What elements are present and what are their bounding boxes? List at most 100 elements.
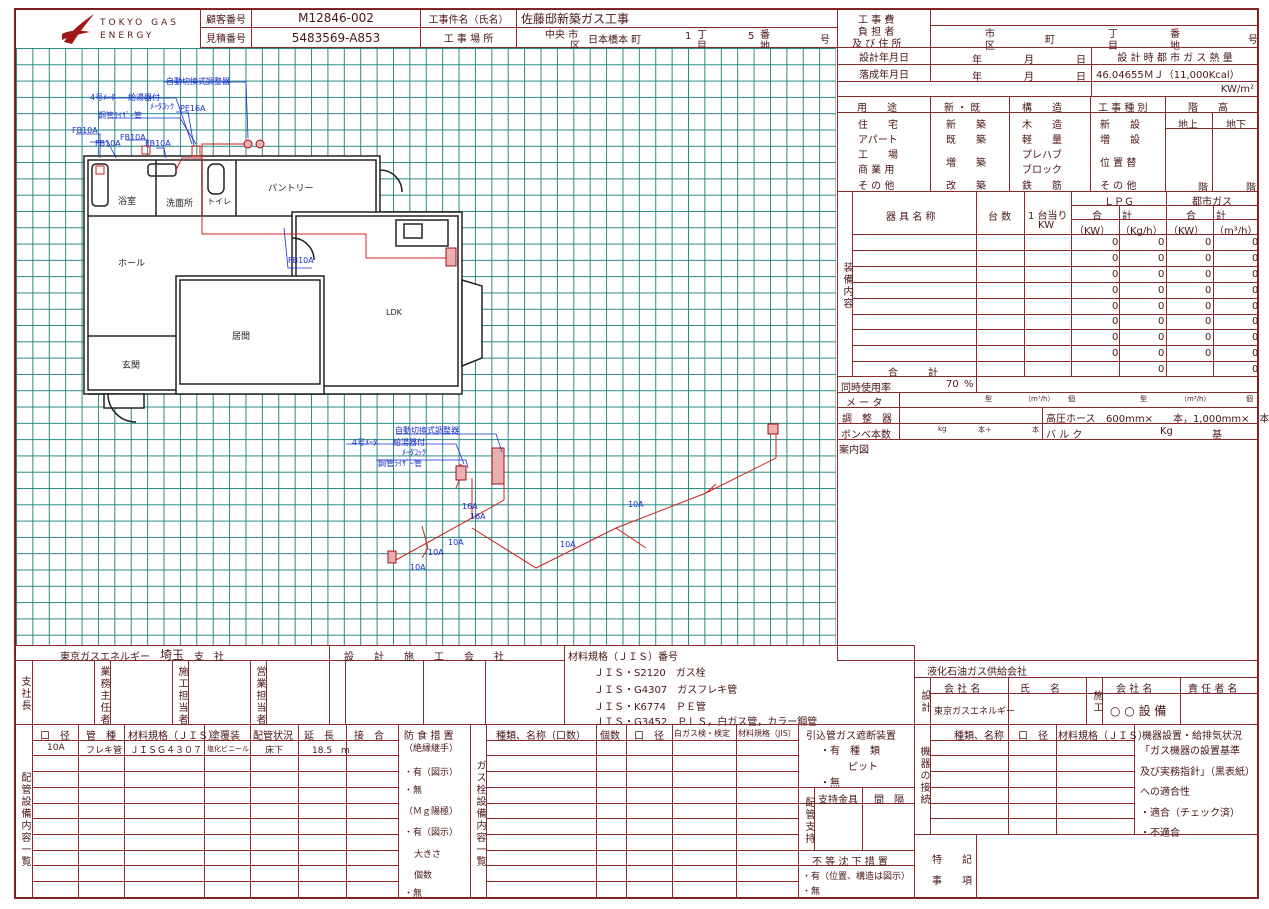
eq-row-line [852, 249, 1259, 251]
flame-logo-icon [62, 14, 94, 44]
customer-no: M12846-002 [251, 8, 421, 28]
pipe-col-line [346, 724, 347, 899]
gas-valve-side-label: ガス栓設備内容一覧 [474, 760, 485, 868]
plan-label-fb10a-5: FB10A [288, 256, 314, 265]
pipe-row-line [32, 833, 398, 835]
eq-zero-cell: 0 [1205, 332, 1212, 344]
gv-col-line [798, 724, 799, 899]
dev-row-line [930, 818, 1134, 820]
pipe-row-line [32, 786, 398, 788]
eq-zero-cell: 0 [1205, 236, 1212, 248]
plan-label-pe16a: PE16A [180, 104, 206, 113]
eq-zero-cell: 0 [1112, 332, 1119, 344]
gv-support-div [814, 787, 815, 850]
branch-shisha: 支 社 [194, 652, 224, 663]
room-entrance: 玄関 [122, 361, 141, 371]
eq-zero-cell: 0 [1112, 268, 1119, 280]
supplier-resp-label: 責 任 者 名 [1188, 684, 1238, 695]
iso-label-16a-2: 16A [470, 512, 486, 521]
corrosion-3: ・無 [404, 786, 423, 796]
use-3: 工 場 [858, 150, 898, 161]
pipe-col-line [398, 724, 399, 899]
gv-row-line [486, 786, 798, 788]
meter-type-2: 型 [1140, 395, 1147, 403]
plan-label-fb10a-2: FB10A [120, 133, 146, 142]
eq-head-3 [852, 234, 1259, 235]
gv-right-line [798, 787, 915, 788]
supplier-company-label: 会 社 名 [944, 684, 981, 695]
pipe-head-8: 防 食 措 置 [404, 731, 454, 742]
eq-kw-1: （KW） [1074, 226, 1111, 237]
eq-zero-cell: 0 [1205, 252, 1212, 264]
branch-v1 [32, 660, 33, 725]
pipe-row-line [32, 755, 398, 757]
project-name: 佐藤邸新築ガス工事 [516, 8, 838, 28]
payer-ward: 区 [985, 41, 995, 52]
calorie-value: 46.04655ＭＪ（11,000Kcal） [1091, 64, 1259, 82]
struct-2: 軽 量 [1022, 135, 1062, 146]
plan-label-fb10a-4: FB10A [145, 139, 171, 148]
meter-ko-1: 個 [1068, 395, 1075, 403]
loc-ward2: 区 [570, 41, 580, 52]
pipe-head-3: 材料規格（ＪＩＳ） [128, 731, 218, 742]
design-year: 年 [972, 55, 982, 66]
use-2: アパート [858, 135, 898, 146]
gv-row-line [486, 849, 798, 851]
shutoff-1: ・有 種 類 [820, 746, 880, 757]
payer-name-box [930, 8, 1259, 26]
eq-zero-cell: 0 [1112, 252, 1119, 264]
pipe-col-line [298, 724, 299, 899]
supplier-title: 液化石油ガス供給会社 [927, 667, 1027, 678]
shutoff-2: ピット [848, 762, 878, 773]
calorie-label: 設 計 時 都 市 ガ ス 熱 量 [1091, 47, 1259, 65]
room-living: 居間 [232, 332, 251, 342]
floor-kai-2: 階 [1246, 183, 1256, 194]
gv-row-line [486, 739, 798, 741]
struct-3: プレハブ [1022, 150, 1062, 161]
eq-row-line [852, 329, 1259, 331]
dc-v2 [423, 660, 424, 725]
eq-zero-cell: 0 [1112, 236, 1119, 248]
dev-note-1: 「ガス機器の設置基準 [1140, 746, 1240, 757]
pipe-head-7: 接 合 [354, 731, 384, 742]
dev-note-5: ・不適合 [1140, 828, 1180, 839]
eq-perunit-unit: KW [1038, 220, 1055, 231]
eq-zero-cell: 0 [1252, 316, 1259, 328]
dev-side-line [930, 724, 931, 834]
eq-zero-cell: 0 [1112, 300, 1119, 312]
pipe-cell-type: フレキ管 [86, 746, 123, 756]
meter-type-1: 型 [985, 395, 992, 403]
eq-head-2 [1071, 219, 1259, 220]
plan-label-regulator: 自動切換式調整器 [166, 77, 230, 86]
branch-chief: 支社長 [19, 676, 30, 712]
iso-label-cock: ﾒｰﾀｺｯｸ [402, 448, 426, 457]
support-hw: 支持金具 [818, 795, 858, 806]
eq-zero-cell: 0 [1112, 316, 1119, 328]
use-label: 用 途 [857, 103, 897, 114]
worktype-4: そ の 他 [1100, 181, 1137, 192]
settle-label: 不 等 沈 下 措 置 [812, 857, 888, 868]
special-line [914, 834, 1259, 835]
bulk-ki: 基 [1212, 430, 1222, 441]
floor-divider [1212, 112, 1213, 192]
pipe-col-line [250, 724, 251, 899]
eq-zero-cell: 0 [1158, 332, 1165, 344]
material-2: ＪＩＳ・G4307 ガスフレキ管 [594, 685, 738, 696]
use-4: 商 業 用 [858, 165, 895, 176]
pipe-row-line [32, 739, 398, 741]
eq-col-5 [1166, 191, 1167, 377]
room-washroom: 洗面所 [166, 199, 194, 209]
newold-3: 増 築 [946, 158, 986, 169]
iso-label-heater: 給湯器付 [393, 438, 425, 447]
newold-4: 改 築 [946, 181, 986, 192]
dc-v1 [345, 660, 346, 725]
gv-col-line [736, 724, 737, 899]
special-div [976, 834, 977, 899]
bombe-kg: kg [938, 425, 947, 433]
corrosion-7: 個数 [414, 871, 433, 881]
pipe-head-5: 配管状況 [253, 731, 293, 742]
eq-lpg-label: ＬＰＧ [1104, 197, 1134, 208]
pipe-row-line [32, 865, 398, 867]
dev-note-4: ・適合（チェック済） [1140, 808, 1240, 819]
gv-head-1: 種類、名称（口数） [496, 731, 586, 742]
